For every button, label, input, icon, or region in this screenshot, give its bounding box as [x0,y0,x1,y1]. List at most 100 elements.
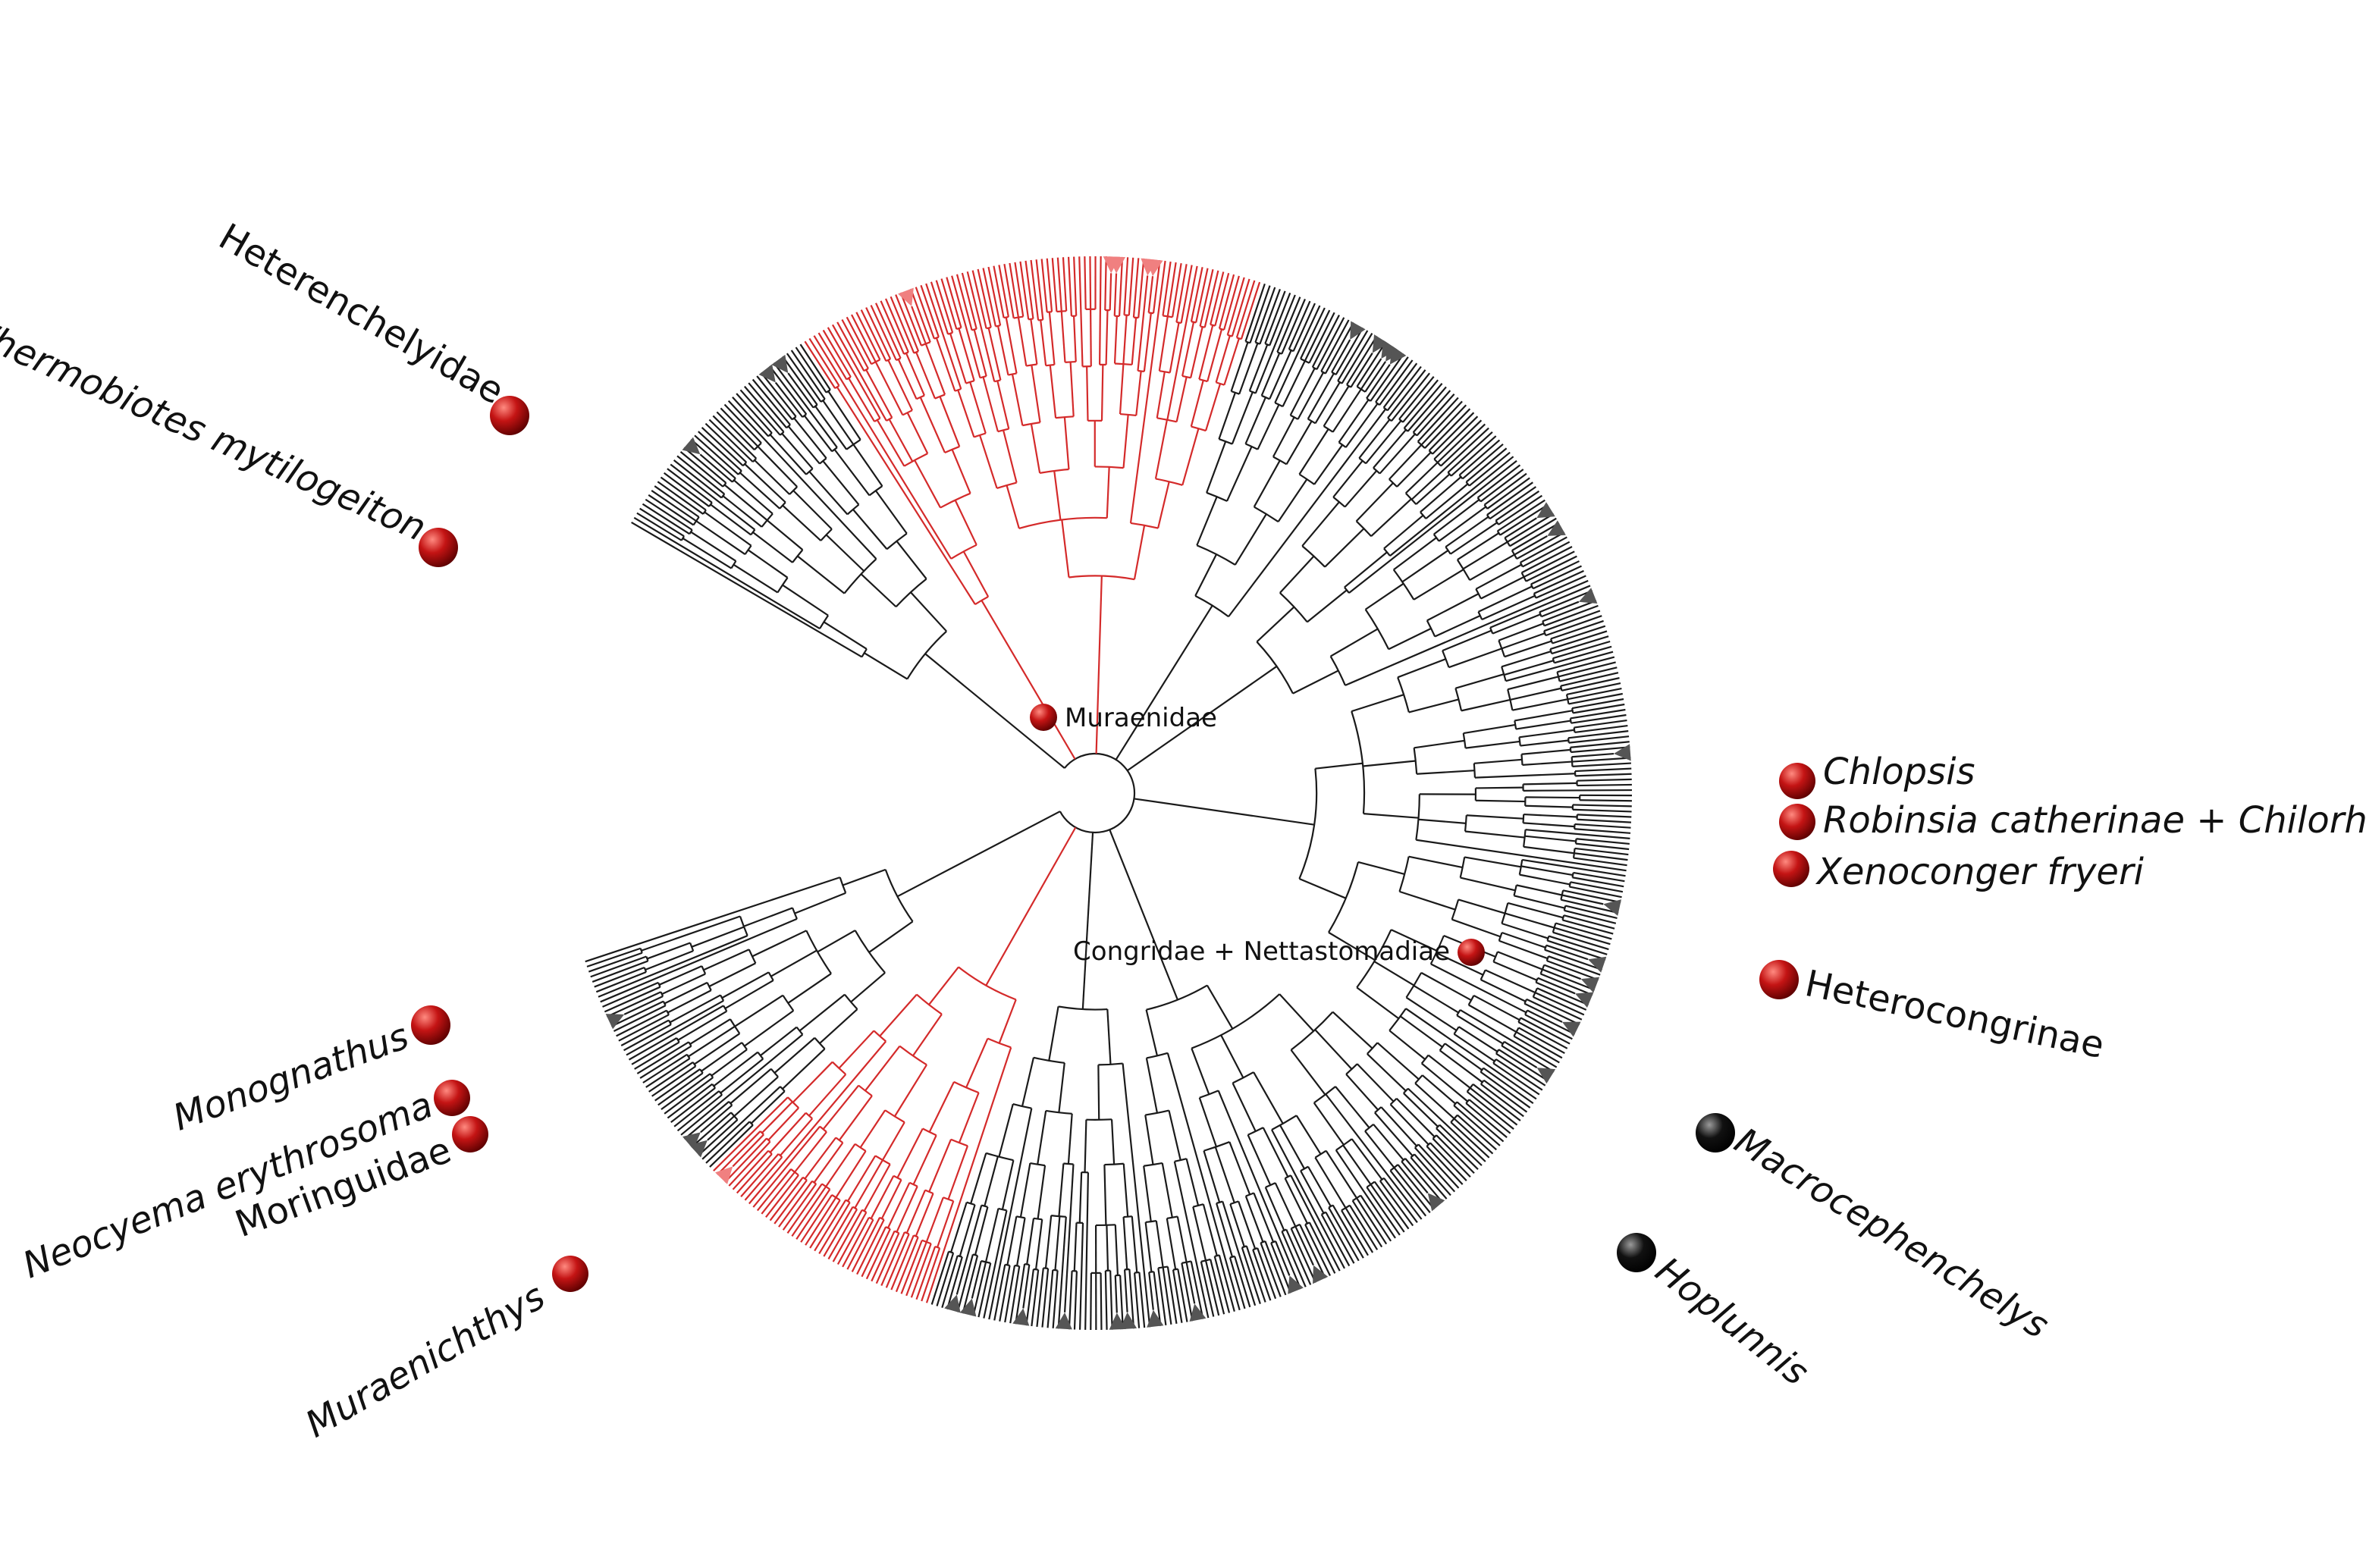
internal-branch [747,549,789,579]
internal-branch [1269,350,1292,400]
internal-branch [896,811,1061,898]
leaf-branch [727,400,877,560]
leaf-branch [1104,256,1107,310]
branch-arc [767,432,773,437]
collapsed-clade-triangle [1536,1068,1556,1084]
internal-branch [1300,1170,1325,1214]
leaf-branch [1204,1260,1220,1316]
internal-branch [1507,676,1559,691]
internal-branch [982,376,999,432]
internal-branch [905,1190,927,1234]
leaf-branch [1559,666,1618,682]
leaf-branch [1580,799,1632,802]
branch-arc [1332,496,1346,508]
leaf-branch [1544,949,1602,971]
leaf-branch [774,1179,808,1225]
branch-arc [1352,1194,1361,1202]
leaf-branch [1259,288,1281,345]
leaf-branch [1166,1266,1178,1324]
internal-branch [1001,1159,1015,1210]
leaf-branch [1335,1149,1396,1239]
internal-branch [935,337,956,392]
leaf-branch [1025,260,1034,319]
leaf-branch [1218,274,1235,329]
branch-arc [1008,372,1017,376]
leaf-branch [657,481,704,515]
marker-heterocongrinae [1759,960,1799,999]
internal-branch [860,573,897,608]
leaf-branch [1397,1164,1436,1210]
internal-branch [1257,404,1280,450]
internal-branch [1297,372,1325,420]
leaf-branch [1113,273,1118,316]
internal-branch [928,966,959,1005]
internal-branch [1289,368,1316,416]
internal-branch [1114,1225,1119,1276]
leaf-branch [645,498,693,531]
internal-branch [1097,1065,1100,1120]
internal-branch [1501,632,1545,650]
branch-arc [896,357,902,362]
branch-arc [953,1080,979,1094]
branch-arc [1314,1149,1327,1159]
internal-branch [1307,589,1348,623]
leaf-branch [1465,1102,1508,1138]
leaf-branch [1175,264,1188,323]
leaf-branch [676,1094,723,1132]
internal-branch [794,1131,827,1173]
internal-branch [1127,665,1278,772]
leaf-branch [1414,1153,1451,1196]
leaf-branch [1078,256,1084,367]
branch-arc [1518,737,1521,746]
leaf-branch [736,393,773,434]
internal-branch [1232,1082,1257,1132]
leaf-branch [1404,1158,1444,1203]
leaf-branch [911,306,927,344]
leaf-branch [1389,1170,1427,1217]
internal-branch [880,1179,902,1219]
leaf-branch [1523,550,1575,578]
branch-arc [1155,478,1183,486]
internal-branch [1421,1074,1456,1105]
leaf-branch [1472,1083,1521,1121]
internal-branch [1290,1049,1326,1096]
internal-branch [1081,832,1094,1010]
collapsed-clade-triangle [1588,956,1607,973]
branch-arc [1138,369,1144,373]
internal-branch [981,600,1076,760]
internal-branch [1069,362,1075,417]
leaf-branch [1546,960,1599,981]
internal-branch [881,1121,905,1161]
leaf-branch [1561,898,1619,914]
leaf-branch [1501,1045,1538,1068]
leaf-branch [1292,303,1316,352]
internal-branch [1143,312,1152,372]
branch-arc [1389,1008,1407,1031]
leaf-branch [880,1231,905,1286]
branch-arc [1216,381,1225,386]
leaf-branch [1447,431,1493,473]
leaf-branch [993,1264,1006,1321]
internal-branch [1405,996,1458,1031]
leaf-branch [1386,365,1422,412]
branch-arc [1410,1153,1415,1159]
leaf-branch [987,266,1002,326]
branch-arc [1513,885,1517,896]
branch-arc [708,502,713,507]
leaf-branch [1356,341,1387,387]
internal-branch [827,390,861,441]
internal-branch [1373,429,1407,469]
branch-arc [761,513,774,528]
leaf-branch [1320,319,1350,372]
leaf-branch [1041,1268,1050,1328]
internal-branch [1523,845,1575,855]
leaf-branch [1366,364,1391,399]
collapsed-clade-triangle [605,1014,625,1030]
label-muraenidae: Muraenidae [1065,703,1217,733]
leaf-branch [1062,257,1068,312]
internal-branch [713,1051,758,1087]
branch-arc [974,595,989,606]
leaf-branch [626,999,724,1056]
internal-branch [710,503,752,536]
leaf-branch [1366,1187,1401,1236]
